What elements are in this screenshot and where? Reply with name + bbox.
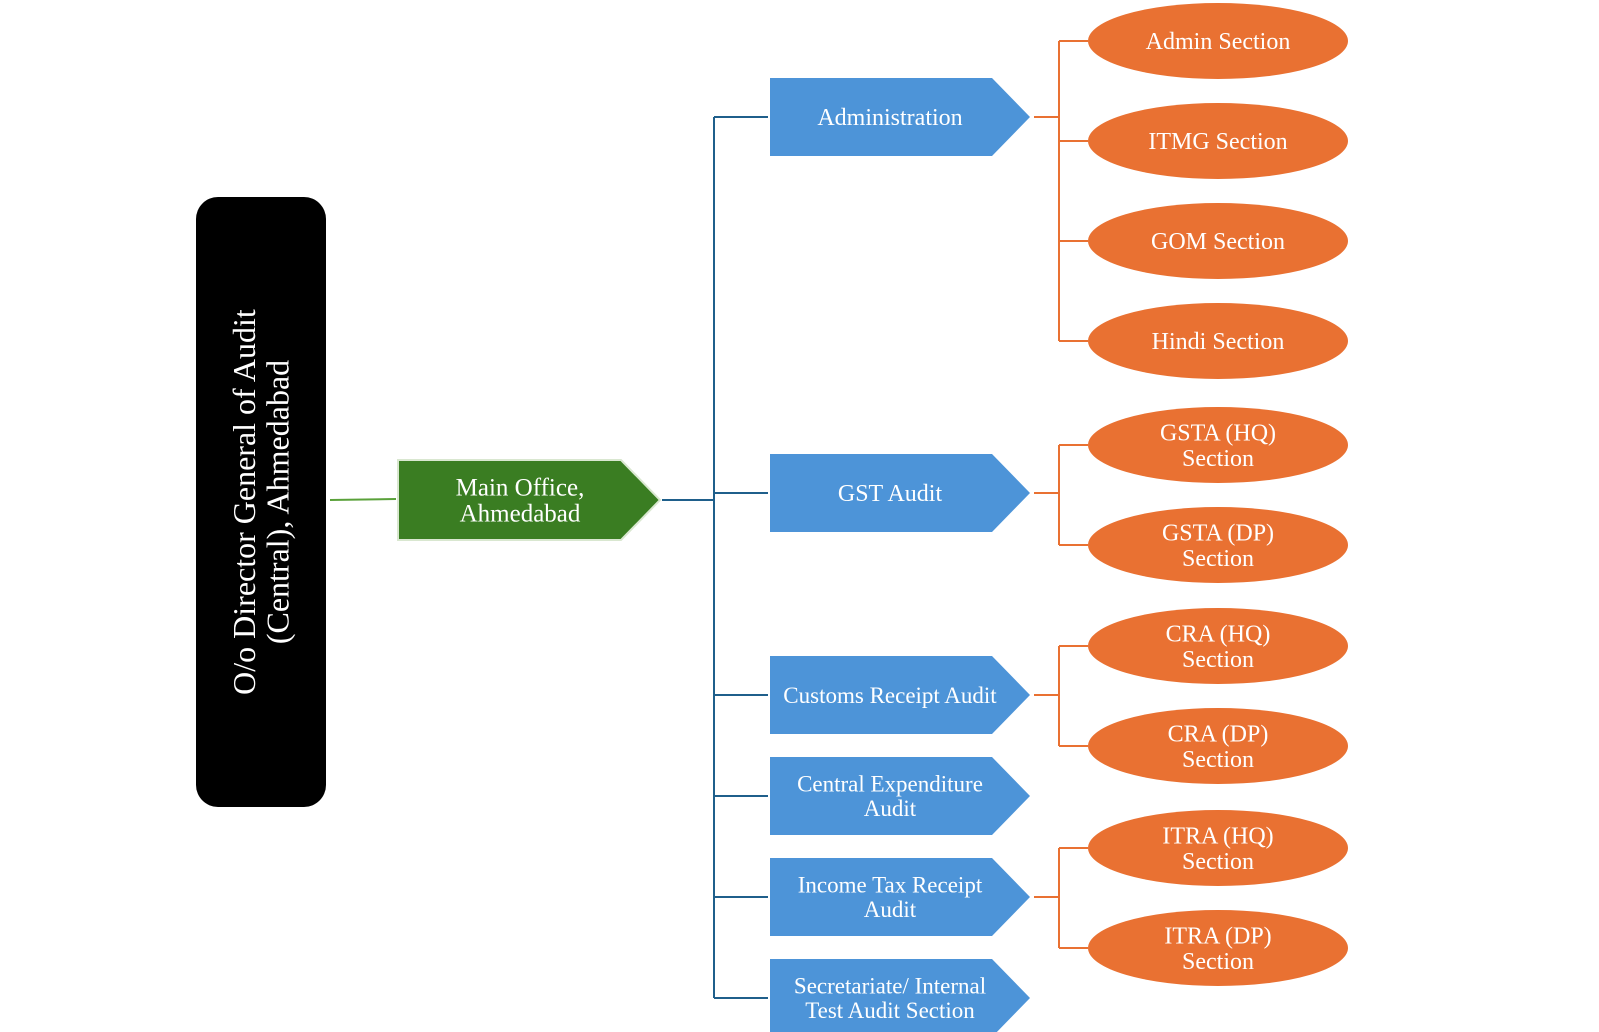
section-label-gsta-hq: GSTA (HQ)Section: [1160, 421, 1276, 472]
wing-box-income-tax-receipt-audit: [770, 858, 1030, 936]
wing-label-customs-receipt-audit: Customs Receipt Audit: [783, 683, 997, 708]
section-ellipse-itra-dp: [1088, 910, 1348, 986]
section-ellipse-gsta-dp: [1088, 507, 1348, 583]
wing-box-gst-audit: [770, 454, 1030, 532]
wing-box-secretariate-internal-test-audit-section: [770, 959, 1030, 1032]
section-label-itra-dp: ITRA (DP)Section: [1164, 924, 1271, 975]
main-office-box: [397, 459, 662, 541]
root-box: [196, 197, 326, 807]
main-office-label: Main Office,Ahmedabad: [456, 474, 585, 527]
section-ellipse-cra-hq: [1088, 608, 1348, 684]
section-label-gom: GOM Section: [1151, 229, 1285, 255]
section-ellipse-admin: [1088, 3, 1348, 79]
root-main-connector: [329, 498, 397, 501]
section-ellipse-gom: [1088, 203, 1348, 279]
section-label-admin: Admin Section: [1146, 29, 1291, 55]
section-ellipse-itmg: [1088, 103, 1348, 179]
wing-box-customs-receipt-audit: [770, 656, 1030, 734]
connectors: [329, 40, 1088, 999]
section-ellipse-cra-dp: [1088, 708, 1348, 784]
main-office-node: Main Office,Ahmedabad: [397, 459, 662, 541]
section-label-itmg: ITMG Section: [1148, 129, 1287, 155]
root-node: O/o Director General of Audit(Central), …: [196, 197, 326, 807]
section-label-hindi: Hindi Section: [1152, 329, 1285, 355]
section-ellipse-gsta-hq: [1088, 407, 1348, 483]
section-ellipse-itra-hq: [1088, 810, 1348, 886]
section-ellipse-hindi: [1088, 303, 1348, 379]
section-label-itra-hq: ITRA (HQ)Section: [1162, 824, 1273, 875]
section-label-cra-hq: CRA (HQ)Section: [1166, 622, 1271, 673]
section-label-gsta-dp: GSTA (DP)Section: [1162, 521, 1274, 572]
root-label: O/o Director General of Audit(Central), …: [226, 309, 296, 695]
section-label-cra-dp: CRA (DP)Section: [1168, 722, 1269, 773]
wing-box-administration: [770, 78, 1030, 156]
wing-box-central-expenditure-audit: [770, 757, 1030, 835]
wing-label-gst-audit: GST Audit: [838, 481, 943, 507]
wing-label-administration: Administration: [817, 105, 962, 131]
